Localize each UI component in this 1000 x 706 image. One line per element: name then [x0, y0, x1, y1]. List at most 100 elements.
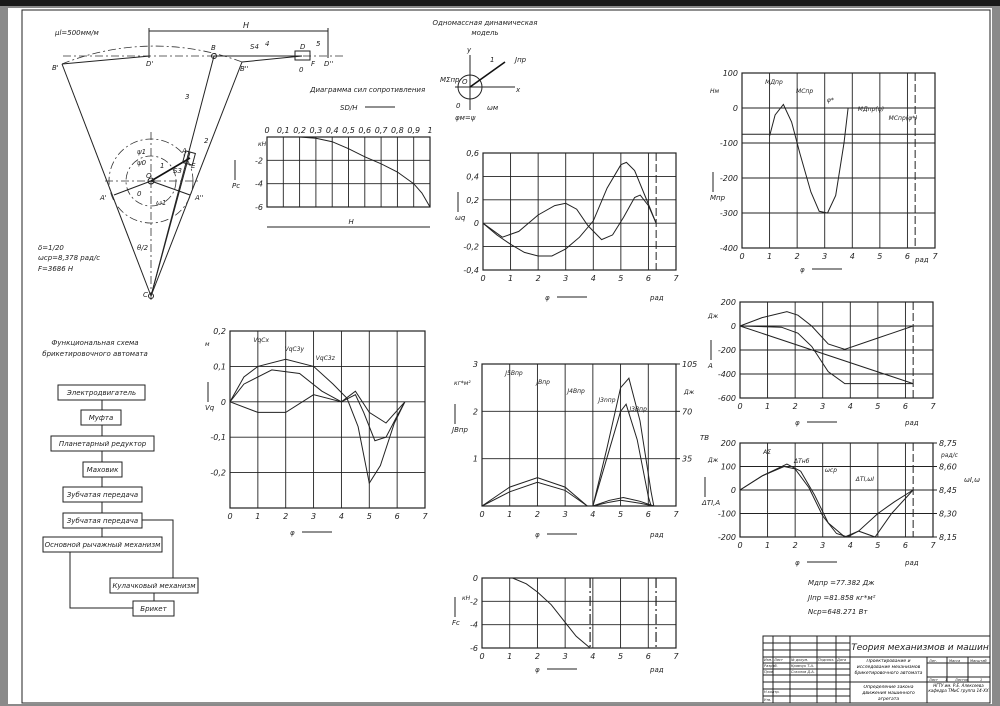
svg-text:4: 4	[265, 40, 269, 48]
x-tick-label: 4	[848, 402, 853, 411]
curve-annotation: J5Bпр	[504, 370, 523, 377]
y-unit: Дж	[707, 457, 719, 464]
y-tick-label: 2	[473, 407, 478, 416]
x-tick-label: 2	[795, 252, 800, 261]
svg-text:x: x	[515, 86, 521, 94]
y-tick-label: -600	[718, 394, 736, 403]
y-tick-label: -100	[720, 139, 738, 148]
model-subtitle: модель	[471, 29, 498, 37]
x-tick-label: 3	[311, 512, 316, 521]
x-tick-label: 3	[563, 510, 568, 519]
svg-text:θ/2: θ/2	[137, 244, 149, 252]
svg-text:5: 5	[316, 40, 321, 48]
x-tick-label: 5	[875, 541, 880, 550]
svg-text:0: 0	[137, 190, 142, 198]
y2-tick-label: 8,45	[939, 486, 957, 495]
series-ωq4	[482, 194, 657, 241]
x-unit: рад	[914, 256, 929, 264]
svg-text:3: 3	[185, 93, 189, 101]
series-JB	[592, 377, 655, 507]
scheme-block-label: Основной рычажный механизм	[45, 541, 161, 549]
discipline-title: Теория механизмов и машин	[851, 643, 989, 653]
svg-text:B': B'	[52, 64, 59, 72]
curve-annotation: J3Bпр	[628, 406, 647, 413]
rocker-slider	[182, 150, 196, 166]
scheme-block: Муфта	[80, 409, 122, 426]
svg-text:S4: S4	[250, 43, 259, 51]
top-bar	[0, 0, 1000, 6]
model-title: Одномассная динамическая	[433, 19, 538, 27]
x-unit: рад	[904, 559, 919, 567]
resistance-diagram-title: Диаграмма сил сопротивления	[309, 86, 425, 94]
curve-annotation: ωср	[825, 467, 837, 474]
x-tick-label: 3	[563, 652, 568, 661]
y-axis-label: A	[707, 362, 713, 370]
title-block-cell: 1	[945, 678, 947, 682]
y-tick-label: 0	[731, 322, 736, 331]
y-tick-label: 0,4	[466, 172, 479, 181]
sheet-title: Определение закона движения машинного аг…	[862, 685, 915, 702]
x-tick-label: 4	[590, 510, 595, 519]
y-tick-label: -400	[720, 244, 738, 253]
x-axis-label: φ	[545, 294, 550, 302]
y2-tick-label: 8,75	[939, 439, 957, 448]
x-tick-label: 0,7	[375, 126, 389, 135]
svg-text:1: 1	[160, 162, 164, 170]
x-tick-label: 2	[535, 510, 540, 519]
curve-annotation: J4Bпр	[566, 388, 585, 395]
x-axis-label: φ	[535, 531, 540, 539]
y-tick-label: -2	[255, 156, 263, 165]
svg-text:O: O	[146, 172, 152, 180]
x-axis-label: φ	[795, 559, 800, 567]
x-tick-label: 1	[508, 274, 513, 283]
series-J5B	[592, 403, 652, 507]
x-tick-label: 2	[535, 652, 540, 661]
y-tick-label: 0,6	[466, 149, 479, 158]
x-tick-label: 1	[507, 510, 512, 519]
x-tick-label: 0,6	[358, 126, 371, 135]
title-block-role: Утв.	[764, 698, 771, 702]
x-tick-label: 7	[673, 274, 679, 283]
y-unit: Дж	[707, 313, 719, 320]
scheme-block: Кулачковый механизм	[109, 577, 199, 594]
curve-annotation: MCпр	[796, 88, 813, 95]
param-delta: δ=1/20	[38, 244, 64, 252]
y-tick-label: -0,2	[463, 243, 479, 252]
x-unit: рад	[904, 419, 919, 427]
x-tick-label: 4	[339, 512, 344, 521]
curve-annotation: VqC3y	[285, 346, 305, 353]
x-axis-label: φ	[535, 666, 540, 674]
y2-tick-label: 35	[682, 455, 692, 464]
plot-area	[482, 152, 677, 271]
x-tick-label: 7	[930, 541, 936, 550]
scheme-block: Зубчатая передача	[62, 486, 143, 503]
x-tick-label: 5	[618, 274, 623, 283]
scheme-block-label: Зубчатая передача	[67, 491, 138, 499]
svg-text:O: O	[462, 78, 468, 86]
y2-axis-label: ωI,ω	[964, 476, 980, 484]
y-tick-label: 1	[473, 455, 478, 464]
title-block-cell: Лист	[928, 678, 939, 682]
y-tick-label: -200	[718, 533, 736, 542]
y2-tick-label: 105	[682, 360, 697, 369]
y-tick-label: -300	[720, 209, 738, 218]
y-tick-label: -6	[470, 644, 478, 653]
curve-annotation: ΔTI,ωI	[855, 476, 874, 483]
slider-d	[294, 50, 311, 61]
y-tick-label: -200	[718, 346, 736, 355]
y-tick-label: -0,1	[210, 433, 226, 442]
series-J4b	[481, 481, 588, 507]
y-tick-label: -4	[255, 180, 263, 189]
scheme-block: Зубчатая передача	[62, 512, 143, 529]
series-AC	[739, 325, 914, 385]
x-tick-label: 7	[422, 512, 428, 521]
result-n: Nср=648.271 Вт	[808, 608, 868, 616]
x-tick-label: 7	[673, 510, 679, 519]
y-tick-label: 0,2	[213, 327, 226, 336]
y2-tick-label: 8,60	[939, 463, 957, 472]
x-tick-label: 4	[590, 652, 595, 661]
